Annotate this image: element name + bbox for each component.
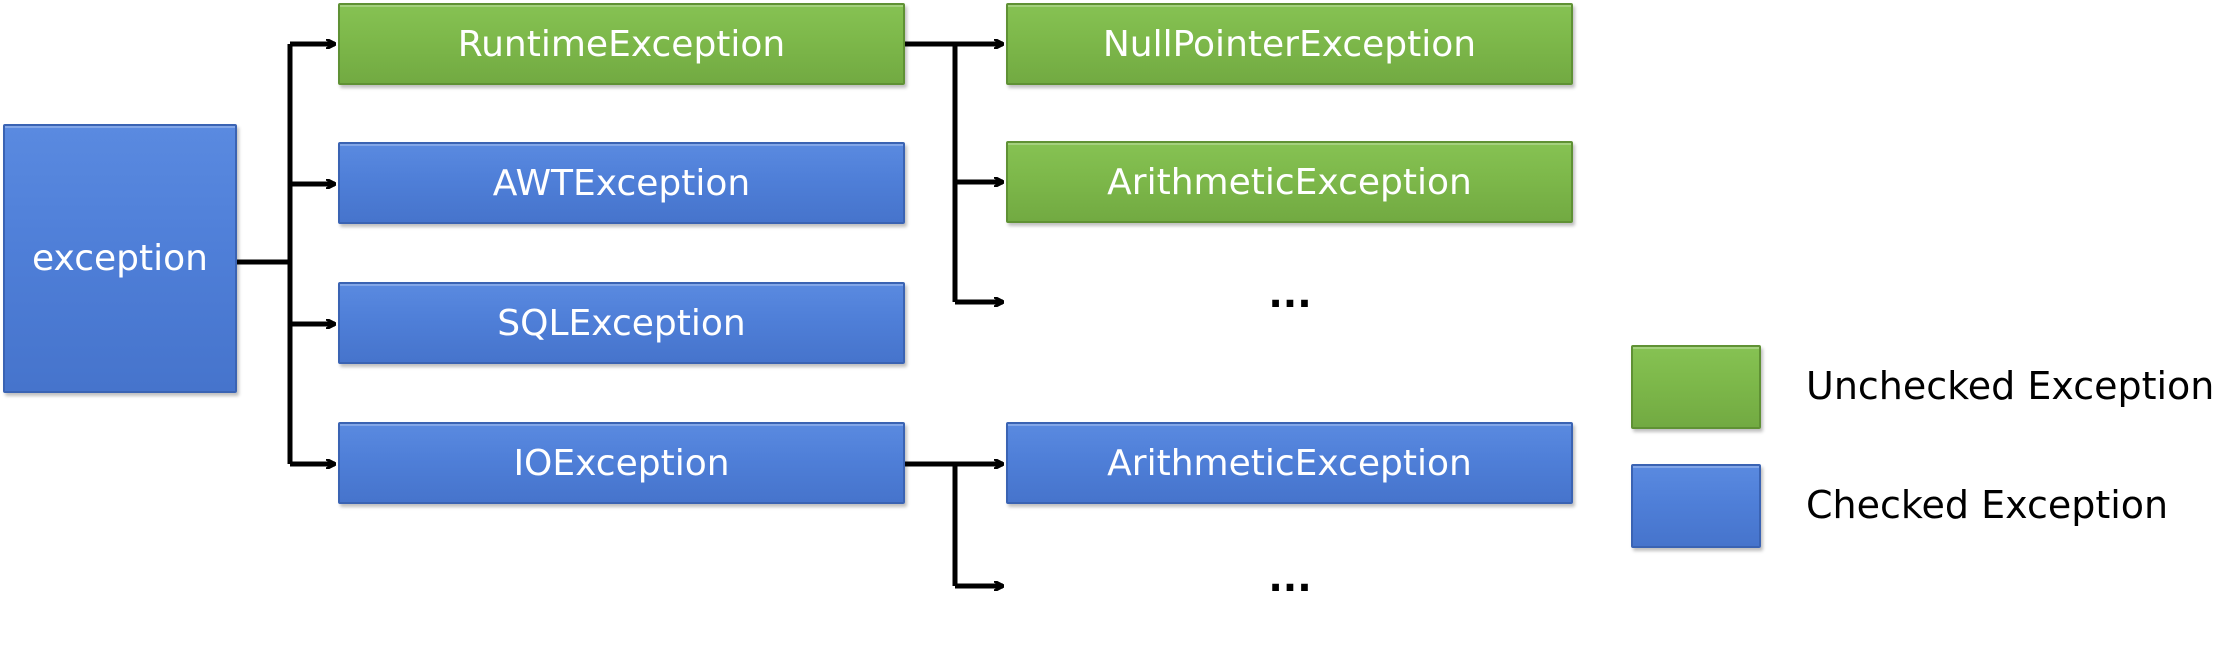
runtime-more-ellipsis: ... (1268, 272, 1312, 316)
node-exception-label: exception (32, 238, 208, 279)
io-more-ellipsis: ... (1268, 556, 1312, 600)
node-sql-exception: SQLException (338, 282, 905, 364)
node-arithmetic-exception-runtime: ArithmeticException (1006, 141, 1573, 223)
node-nullpointer-exception-label: NullPointerException (1102, 23, 1477, 65)
node-sql-exception-label: SQLException (497, 302, 746, 344)
node-awt-exception-label: AWTException (492, 162, 751, 204)
legend-unchecked-label: Unchecked Exception (1806, 364, 2215, 408)
legend-checked-swatch (1631, 464, 1761, 548)
node-runtime-exception-label: RuntimeException (457, 23, 786, 65)
node-arithmetic-exception-runtime-label: ArithmeticException (1107, 161, 1472, 203)
legend-checked-label: Checked Exception (1806, 483, 2169, 527)
legend-unchecked-swatch (1631, 345, 1761, 429)
node-nullpointer-exception: NullPointerException (1006, 3, 1573, 85)
node-io-exception: IOException (338, 422, 905, 504)
node-runtime-exception: RuntimeException (338, 3, 905, 85)
node-exception: exception (3, 124, 237, 393)
node-arithmetic-exception-io-label: ArithmeticException (1107, 442, 1472, 484)
node-io-exception-label: IOException (513, 442, 730, 484)
node-arithmetic-exception-io: ArithmeticException (1006, 422, 1573, 504)
node-awt-exception: AWTException (338, 142, 905, 224)
